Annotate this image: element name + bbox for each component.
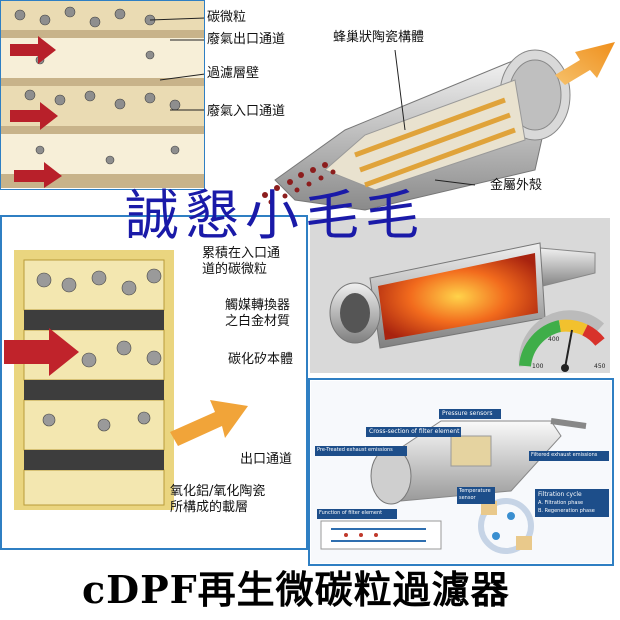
label-outlet-channel: 出口通道 [240,452,293,467]
gauge-tick-mid: 400 [548,336,560,343]
label-honeycomb-ceramic: 蜂巢狀陶瓷構體 [333,30,425,45]
inset-box-function [317,509,397,519]
outlet-arrow-graphic [170,392,250,452]
heated-dpf-render: 100 400 450 [310,218,610,373]
function-inset-border [308,378,614,566]
inset-box-pretreated [315,446,407,456]
label-silicon-carbide: 碳化矽本體 [228,352,294,367]
label-carrier-line1: 氧化鋁/氧化陶瓷 [170,484,266,499]
inset-label-pretreated: Pre-Treated exhaust emissions [317,447,393,453]
inset-label-filtered: Filtered exhaust emissions [531,452,598,458]
inset-label-temperature-sub: sensor [459,495,476,501]
inset-label-cycle: Filtration cycle [538,491,582,498]
inset-label-phase-a: A. Filtration phase [538,500,584,506]
label-metal-shell: 金屬外殼 [490,178,543,193]
watermark-text: 誠懇小毛毛 [125,184,425,247]
label-exhaust-outlet: 廢氣出口通道 [207,32,286,47]
substrate-closeup-diagram [4,240,184,520]
label-carbon-particles: 碳微粒 [207,10,247,25]
gauge-tick-low: 100 [532,363,544,370]
label-filter-wall: 過濾層壁 [207,66,260,81]
converter-cutaway-diagram [235,20,620,220]
label-catalyst-line1: 觸媒轉換器 [225,298,291,313]
label-exhaust-inlet: 廢氣入口通道 [207,104,286,119]
label-accumulated-line2: 道的碳微粒 [202,262,268,277]
inset-label-cross-section: Cross-section of filter element [369,428,460,435]
inset-label-temperature: Temperature [459,488,491,494]
inset-label-function: Function of filter element [319,510,383,516]
inset-box-temperature [457,487,495,504]
gauge-tick-high: 450 [594,363,606,370]
label-catalyst-line2: 之白金材質 [225,314,291,329]
inset-label-phase-b: B. Regeneration phase [538,508,595,514]
substrate-panel-border [0,215,308,550]
label-accumulated-line1: 累積在入口通 [202,246,281,261]
function-inset: Pressure sensors Cross-section of filter… [311,381,611,563]
inset-box-cross-section [366,427,461,437]
bottom-title: cDPF再生微碳粒過濾器 [82,567,510,612]
inset-label-pressure: Pressure sensors [442,410,493,417]
inset-box-cycle [535,489,609,517]
inset-box-pressure [439,409,501,419]
label-carrier-line2: 所構成的載層 [170,500,249,515]
channel-cross-section-diagram [0,0,206,188]
top-left-panel-border [0,0,205,190]
inset-box-filtered [529,451,609,461]
